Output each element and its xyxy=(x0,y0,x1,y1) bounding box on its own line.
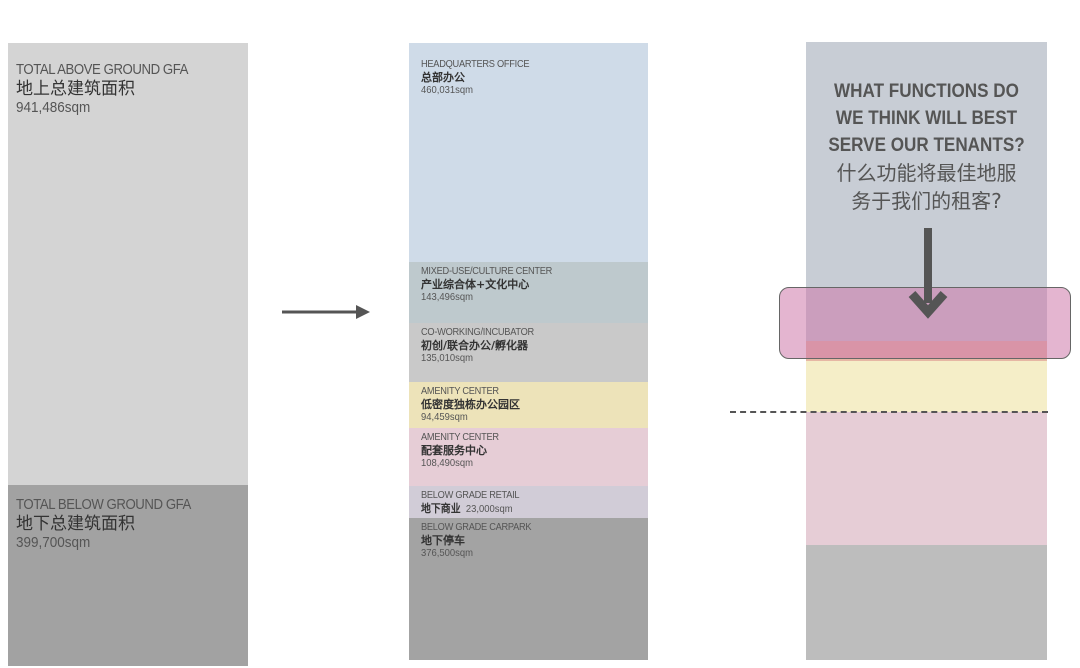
label-en: AMENITY CENTER xyxy=(421,431,499,443)
above-ground-block xyxy=(8,43,248,485)
dashed-ground-line xyxy=(730,411,1048,413)
function-block xyxy=(409,382,648,428)
question-cn-line: 什么功能将最佳地服 xyxy=(836,161,1017,185)
label-value: 108,490sqm xyxy=(421,456,474,469)
function-block xyxy=(409,43,648,262)
label-cn: 产业综合体+文化中心 xyxy=(421,277,530,291)
right-pink-block xyxy=(806,412,1047,545)
above-ground-label: TOTAL ABOVE GROUND GFA 地上总建筑面积 941,486sq… xyxy=(16,61,211,117)
label-cn: 初创/联合办公/孵化器 xyxy=(421,338,529,352)
right-gray-block xyxy=(806,545,1047,660)
label-en: CO-WORKING/INCUBATOR xyxy=(421,326,534,338)
label-cn: 地下商业 xyxy=(421,501,461,515)
label-en: BELOW GRADE CARPARK xyxy=(421,521,532,533)
label-en: TOTAL ABOVE GROUND GFA xyxy=(16,61,188,78)
question-text: WHAT FUNCTIONS DO WE THINK WILL BEST SER… xyxy=(806,78,1047,215)
label-en: BELOW GRADE RETAIL xyxy=(421,489,520,501)
below-ground-block xyxy=(8,485,248,666)
down-arrow-icon xyxy=(908,228,948,319)
question-cn-line: 务于我们的租客? xyxy=(851,189,1002,213)
right-yellow-block xyxy=(806,361,1047,412)
label-en: HEADQUARTERS OFFICE xyxy=(421,58,530,70)
label-value: 143,496sqm xyxy=(421,290,474,303)
label-en: TOTAL BELOW GROUND GFA xyxy=(16,496,191,513)
below-ground-label: TOTAL BELOW GROUND GFA 地下总建筑面积 399,700sq… xyxy=(16,496,215,552)
label-value: 376,500sqm xyxy=(421,546,474,559)
label-cn-value: 地下商业 23,000sqm xyxy=(421,502,522,516)
function-block xyxy=(409,428,648,486)
label-cn: 地下停车 xyxy=(421,533,465,547)
label-cn: 低密度独栋办公园区 xyxy=(421,397,520,411)
right-arrow-icon xyxy=(282,305,370,319)
label-cn: 地下总建筑面积 xyxy=(16,514,135,534)
label-value: 460,031sqm xyxy=(421,83,474,96)
question-en-line: WHAT FUNCTIONS DO xyxy=(834,81,1019,102)
label-cn: 总部办公 xyxy=(421,70,465,84)
function-block xyxy=(409,323,648,382)
question-en-line: WE THINK WILL BEST xyxy=(835,108,1018,129)
question-en-line: SERVE OUR TENANTS? xyxy=(828,135,1025,156)
function-block xyxy=(409,262,648,323)
label-en: AMENITY CENTER xyxy=(421,385,499,397)
label-value: 941,486sqm xyxy=(16,99,91,117)
function-block xyxy=(409,486,648,518)
label-en: MIXED-USE/CULTURE CENTER xyxy=(421,265,553,277)
label-value: 94,459sqm xyxy=(421,410,468,423)
label-value: 399,700sqm xyxy=(16,534,91,552)
label-value: 23,000sqm xyxy=(465,502,513,515)
function-block xyxy=(409,518,648,660)
label-value: 135,010sqm xyxy=(421,351,474,364)
label-cn: 配套服务中心 xyxy=(421,443,487,457)
label-cn: 地上总建筑面积 xyxy=(16,79,135,99)
